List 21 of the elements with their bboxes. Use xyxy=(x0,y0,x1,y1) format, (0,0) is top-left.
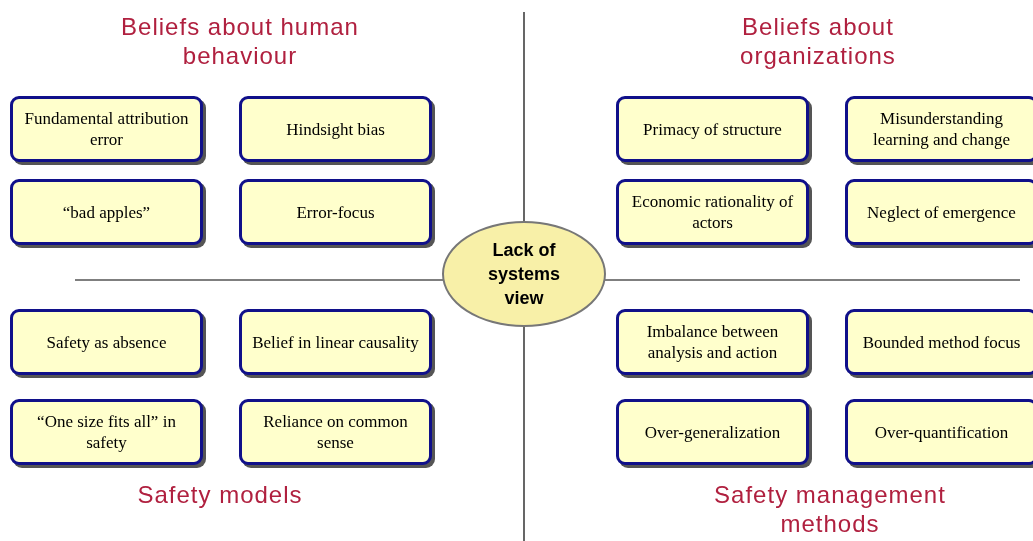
text-box: Error-focus xyxy=(239,179,432,245)
text-box: Imbalance between analysis and action xyxy=(616,309,809,375)
text-box: Fundamental attribution error xyxy=(10,96,203,162)
text-box: Belief in linear causality xyxy=(239,309,432,375)
center-ellipse: Lack of systems view xyxy=(442,221,606,327)
text-box: Safety as absence xyxy=(10,309,203,375)
text-box: Hindsight bias xyxy=(239,96,432,162)
text-box: Over-generalization xyxy=(616,399,809,465)
text-box: Neglect of emergence xyxy=(845,179,1033,245)
text-box: Economic rationality of actors xyxy=(616,179,809,245)
text-box: “One size fits all” in safety xyxy=(10,399,203,465)
text-box: Bounded method focus xyxy=(845,309,1033,375)
quadrant-heading: Safety management methods xyxy=(713,480,947,538)
quadrant-heading: Beliefs about organizations xyxy=(739,12,897,70)
quadrant-heading: Safety models xyxy=(136,480,304,509)
text-box: Over-quantification xyxy=(845,399,1033,465)
text-box: Reliance on common sense xyxy=(239,399,432,465)
quadrant-heading: Beliefs about human behaviour xyxy=(120,12,360,70)
text-box: “bad apples” xyxy=(10,179,203,245)
text-box: Misunderstanding learning and change xyxy=(845,96,1033,162)
text-box: Primacy of structure xyxy=(616,96,809,162)
